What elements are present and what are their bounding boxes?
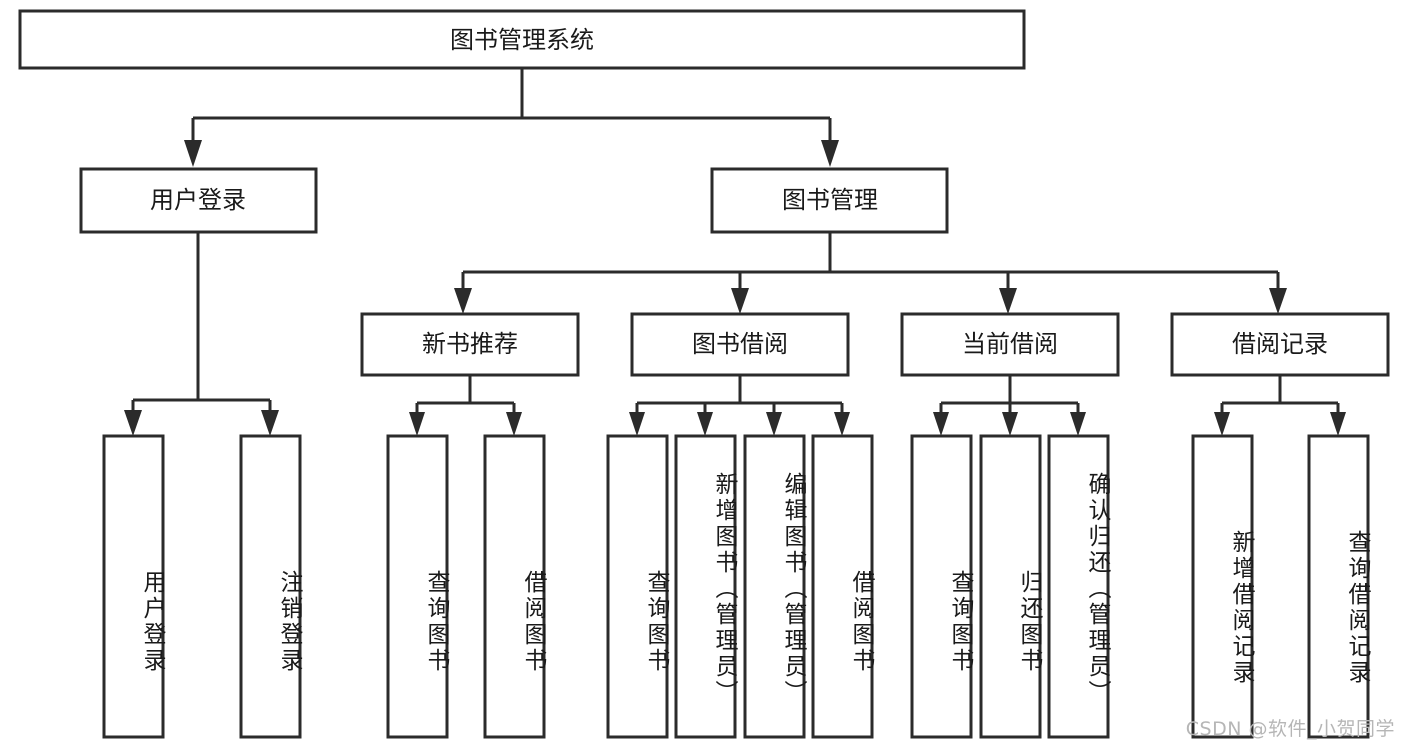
node-book-borrow-label: 图书借阅 xyxy=(692,330,788,358)
node-leaf-nb-borrow-book-box[interactable] xyxy=(483,434,546,739)
edges-new-book-to-leaves xyxy=(409,375,522,436)
node-leaf-cb-query-book[interactable] xyxy=(910,434,973,739)
node-leaf-bb-borrow-book-box[interactable] xyxy=(811,434,874,739)
arrowhead-user-login xyxy=(184,140,202,167)
node-borrow-record-label: 借阅记录 xyxy=(1232,330,1328,358)
arrowhead-cb-query xyxy=(933,412,949,436)
arrowhead-leaf-logout xyxy=(261,410,279,436)
node-leaf-cb-return-book[interactable] xyxy=(979,434,1042,739)
arrowhead-nb-borrow xyxy=(506,412,522,436)
node-leaf-bb-borrow-book[interactable] xyxy=(811,434,874,739)
node-leaf-bb-add-book[interactable] xyxy=(674,434,737,739)
node-new-book-recommend[interactable]: 新书推荐 xyxy=(360,312,580,377)
node-book-borrow-box[interactable] xyxy=(630,312,850,377)
edges-current-borrow-to-leaves xyxy=(933,375,1086,436)
node-leaf-bb-edit-book[interactable] xyxy=(743,434,806,739)
edges-book-manage-to-level3 xyxy=(454,232,1287,314)
node-root-box[interactable] xyxy=(18,9,1026,70)
node-leaf-br-add-record-box[interactable] xyxy=(1191,434,1254,739)
node-leaf-logout[interactable] xyxy=(239,434,302,739)
node-leaf-nb-borrow-book[interactable] xyxy=(483,434,546,739)
arrowhead-br-add xyxy=(1214,412,1230,436)
node-book-manage[interactable]: 图书管理 xyxy=(710,167,949,234)
node-leaf-nb-query-book-box[interactable] xyxy=(386,434,449,739)
node-leaf-br-query-record[interactable] xyxy=(1307,434,1370,739)
node-current-borrow[interactable]: 当前借阅 xyxy=(900,312,1120,377)
node-root-label: 图书管理系统 xyxy=(450,26,594,54)
node-leaf-nb-query-book[interactable] xyxy=(386,434,449,739)
node-borrow-record-box[interactable] xyxy=(1170,312,1390,377)
arrowhead-current-borrow xyxy=(999,288,1017,314)
edges-user-login-to-leaves xyxy=(124,232,279,436)
node-book-manage-box[interactable] xyxy=(710,167,949,234)
edges-borrow-record-to-leaves xyxy=(1214,375,1346,436)
arrowhead-bb-query xyxy=(629,412,645,436)
node-leaf-cb-confirm-return-box[interactable] xyxy=(1047,434,1110,739)
arrowhead-nb-query xyxy=(409,412,425,436)
node-root[interactable]: 图书管理系统 xyxy=(18,9,1026,70)
node-leaf-user-login-box[interactable] xyxy=(102,434,165,739)
arrowhead-cb-return xyxy=(1002,412,1018,436)
node-user-login[interactable]: 用户登录 xyxy=(79,167,318,234)
node-current-borrow-box[interactable] xyxy=(900,312,1120,377)
node-book-manage-label: 图书管理 xyxy=(782,186,878,214)
arrowhead-br-query xyxy=(1330,412,1346,436)
arrowhead-bb-borrow xyxy=(834,412,850,436)
node-leaf-logout-box[interactable] xyxy=(239,434,302,739)
node-new-book-recommend-label: 新书推荐 xyxy=(422,330,518,358)
edges-book-borrow-to-leaves xyxy=(629,375,850,436)
node-user-login-box[interactable] xyxy=(79,167,318,234)
arrowhead-book-manage xyxy=(821,140,839,167)
node-book-borrow[interactable]: 图书借阅 xyxy=(630,312,850,377)
node-leaf-cb-return-book-box[interactable] xyxy=(979,434,1042,739)
node-borrow-record[interactable]: 借阅记录 xyxy=(1170,312,1390,377)
node-leaf-bb-query-book[interactable] xyxy=(606,434,669,739)
node-current-borrow-label: 当前借阅 xyxy=(962,330,1058,358)
arrowhead-bb-add xyxy=(697,412,713,436)
arrowhead-borrow-record xyxy=(1269,288,1287,314)
edges-root-to-level2 xyxy=(184,68,839,167)
arrowhead-cb-confirm xyxy=(1070,412,1086,436)
node-leaf-cb-confirm-return[interactable] xyxy=(1047,434,1110,739)
csdn-watermark: CSDN @软件_小贺同学 xyxy=(1185,718,1395,740)
node-user-login-label: 用户登录 xyxy=(150,186,246,214)
node-leaf-bb-add-book-box[interactable] xyxy=(674,434,737,739)
node-leaf-br-query-record-box[interactable] xyxy=(1307,434,1370,739)
node-leaf-cb-query-book-box[interactable] xyxy=(910,434,973,739)
node-new-book-recommend-box[interactable] xyxy=(360,312,580,377)
node-leaf-user-login[interactable] xyxy=(102,434,165,739)
arrowhead-new-book xyxy=(454,288,472,314)
arrowhead-bb-edit xyxy=(766,412,782,436)
node-leaf-bb-edit-book-box[interactable] xyxy=(743,434,806,739)
node-leaf-bb-query-book-box[interactable] xyxy=(606,434,669,739)
arrowhead-book-borrow xyxy=(731,288,749,314)
arrowhead-leaf-user-login xyxy=(124,410,142,436)
node-leaf-br-add-record[interactable] xyxy=(1191,434,1254,739)
